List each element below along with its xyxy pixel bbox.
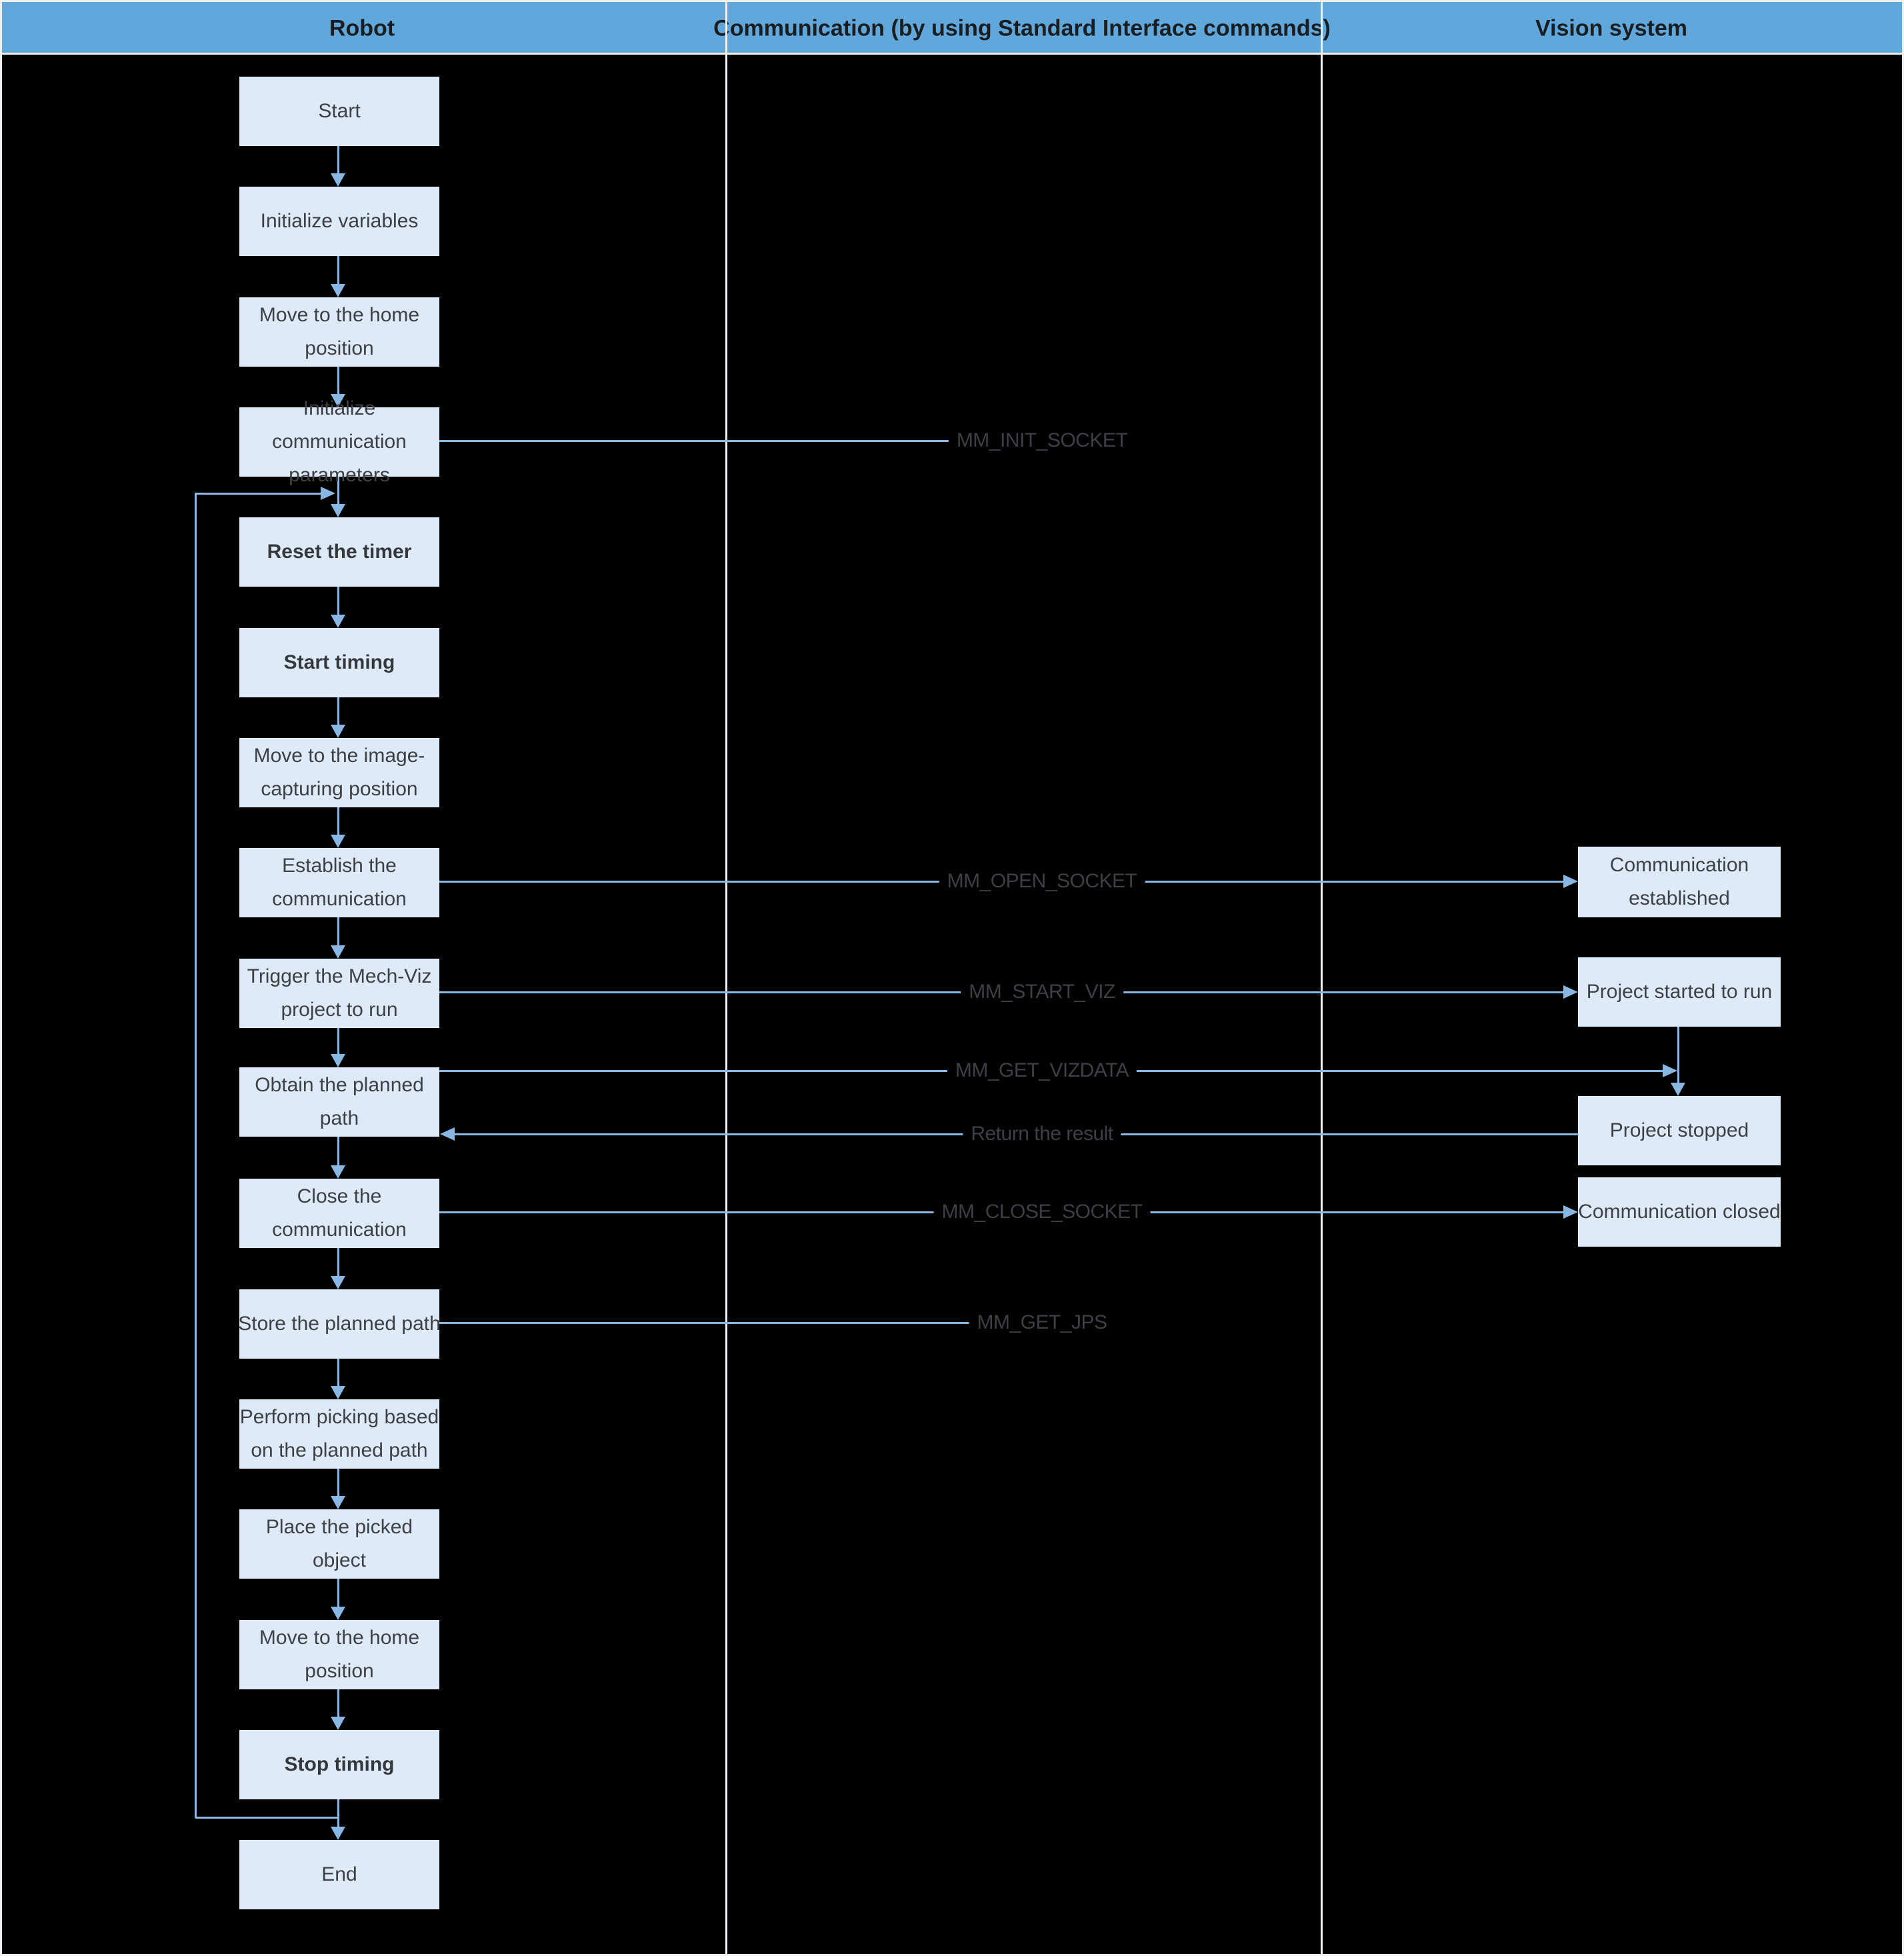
lane-header-robot: Robot — [329, 15, 395, 41]
flow-connector-arrowhead — [331, 615, 345, 628]
flow-connector-arrowhead — [331, 173, 345, 187]
command-line — [439, 440, 969, 442]
flow-node-move-home-1: Move to the home position — [239, 297, 439, 367]
flow-node-reset-timer: Reset the timer — [239, 517, 439, 587]
vision-node-project-started: Project started to run — [1578, 957, 1781, 1027]
flow-connector-line — [337, 367, 339, 394]
flow-connector-line — [337, 1028, 339, 1054]
flow-node-store-path: Store the planned path — [238, 1289, 441, 1359]
vision-connector-arrowhead — [1671, 1083, 1685, 1096]
command-arrowhead-right — [1563, 985, 1578, 999]
flow-connector-line — [337, 1137, 339, 1165]
command-line — [439, 1322, 987, 1324]
lane-divider-2 — [1321, 2, 1323, 1954]
flow-connector-arrowhead — [331, 1054, 345, 1067]
flow-connector-line — [337, 917, 339, 945]
flow-connector-arrowhead — [331, 725, 345, 738]
flow-connector-line — [337, 1579, 339, 1607]
command-label-return-the-result: Return the result — [963, 1123, 1121, 1145]
loop-bottom-line — [195, 1817, 339, 1819]
command-label-mm-get-jps: MM_GET_JPS — [969, 1311, 1115, 1334]
flow-connector-line — [337, 1359, 339, 1386]
flow-node-place-object: Place the picked object — [239, 1509, 439, 1579]
flow-node-establish-comm: Establish the communication — [239, 848, 439, 917]
flow-connector-line — [337, 1469, 339, 1496]
flow-connector-arrowhead — [331, 1386, 345, 1399]
flow-connector-line — [337, 256, 339, 284]
command-arrowhead-right — [1563, 875, 1578, 888]
command-label-mm-get-vizdata: MM_GET_VIZDATA — [947, 1059, 1137, 1082]
vision-node-project-stopped: Project stopped — [1578, 1096, 1781, 1165]
flow-connector-arrowhead — [331, 1607, 345, 1620]
lane-divider-1 — [725, 2, 727, 1954]
flow-node-init-variables: Initialize variables — [239, 187, 439, 256]
command-arrowhead-right — [1663, 1064, 1677, 1077]
loop-arrowhead — [321, 487, 335, 500]
loop-left-line — [195, 493, 197, 1818]
flow-node-stop-timing: Stop timing — [239, 1730, 439, 1799]
flow-node-trigger-mechviz: Trigger the Mech-Viz project to run — [239, 959, 439, 1028]
flow-connector-line — [337, 1689, 339, 1717]
flow-connector-arrowhead — [331, 945, 345, 959]
flow-node-start: Start — [239, 77, 439, 146]
flow-connector-line — [337, 146, 339, 173]
lane-header-bar — [2, 2, 1902, 55]
vision-connector-line — [1677, 1027, 1679, 1084]
lane-header-vision: Vision system — [1535, 15, 1688, 41]
lane-header-communication: Communication (by using Standard Interfa… — [713, 15, 1331, 41]
command-label-mm-start-viz: MM_START_VIZ — [961, 981, 1123, 1003]
flow-connector-arrowhead — [331, 284, 345, 297]
flow-node-init-comm-params: Initialize communication parameters — [239, 397, 439, 486]
flow-connector-arrowhead — [331, 1827, 345, 1840]
flow-connector-arrowhead — [331, 1717, 345, 1730]
flow-connector-arrowhead — [331, 1496, 345, 1509]
flow-connector-arrowhead — [331, 835, 345, 848]
flow-node-close-comm: Close the communication — [239, 1179, 439, 1248]
command-label-mm-close-socket: MM_CLOSE_SOCKET — [933, 1201, 1151, 1223]
flow-connector-line — [337, 1799, 339, 1827]
flow-node-move-image-pos: Move to the image- capturing position — [239, 738, 439, 807]
flow-connector-arrowhead — [331, 394, 345, 407]
flow-connector-line — [337, 587, 339, 615]
flow-node-end: End — [239, 1840, 439, 1909]
vision-node-comm-established: Communication established — [1578, 847, 1781, 917]
loop-top-line — [195, 493, 321, 495]
flow-connector-arrowhead — [331, 504, 345, 517]
flow-connector-line — [337, 807, 339, 835]
command-label-mm-init-socket: MM_INIT_SOCKET — [948, 429, 1136, 452]
flow-node-perform-picking: Perform picking based on the planned pat… — [239, 1399, 439, 1469]
flow-node-start-timing: Start timing — [239, 628, 439, 697]
flow-connector-arrowhead — [331, 1276, 345, 1289]
command-label-mm-open-socket: MM_OPEN_SOCKET — [939, 870, 1145, 893]
flow-node-obtain-path: Obtain the planned path — [239, 1067, 439, 1137]
flow-connector-arrowhead — [331, 1165, 345, 1179]
command-arrowhead-right — [1563, 1205, 1578, 1219]
flow-connector-line — [337, 1248, 339, 1276]
command-arrowhead-left — [440, 1127, 455, 1141]
flow-connector-line — [337, 697, 339, 725]
flow-node-move-home-2: Move to the home position — [239, 1620, 439, 1689]
vision-node-comm-closed: Communication closed — [1578, 1177, 1781, 1247]
flow-connector-line — [337, 477, 339, 504]
